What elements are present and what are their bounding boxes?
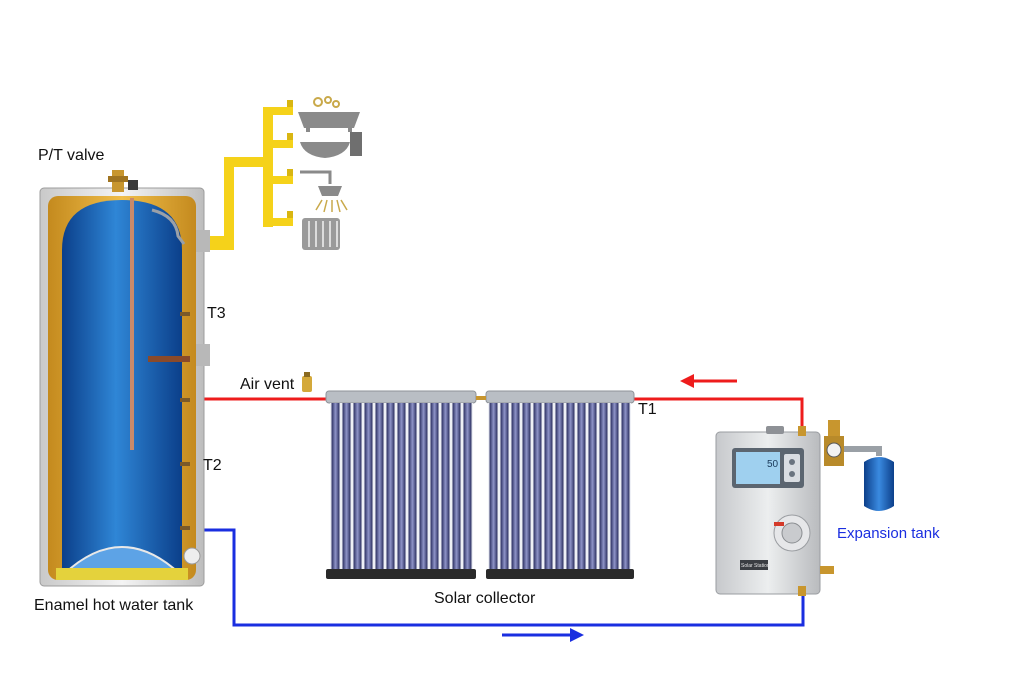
controller-brand-text: Solar Station [741, 563, 770, 569]
cold-flow-arrow [502, 628, 584, 642]
solar-collector [325, 390, 635, 579]
domestic-hot-water-pipes [210, 100, 293, 250]
radiator-icon [302, 218, 340, 250]
safety-valve-group [824, 420, 878, 466]
controller-display-value: 50 [767, 459, 779, 470]
t2-sensor-label: T2 [203, 457, 222, 474]
t1-sensor-label: T1 [638, 401, 657, 418]
hot-flow-arrow [680, 374, 737, 388]
tank-label: Enamel hot water tank [34, 597, 194, 614]
shower-icon [300, 170, 348, 213]
air-vent-label: Air vent [240, 376, 295, 393]
expansion-tank-icon [864, 446, 894, 511]
pt-valve-icon [108, 170, 138, 192]
t3-sensor-label: T3 [207, 305, 226, 322]
enamel-hot-water-tank [39, 187, 210, 587]
pump-station: 50 Solar Station [715, 426, 834, 596]
air-vent-icon [302, 372, 312, 392]
solar-collector-label: Solar collector [434, 590, 536, 607]
expansion-tank-label: Expansion tank [837, 525, 940, 542]
hot-return-pipe [202, 397, 804, 430]
pt-valve-label: P/T valve [38, 147, 105, 164]
sink-icon [300, 132, 362, 158]
cold-supply-pipe [202, 528, 805, 627]
bathtub-icon [298, 96, 360, 132]
